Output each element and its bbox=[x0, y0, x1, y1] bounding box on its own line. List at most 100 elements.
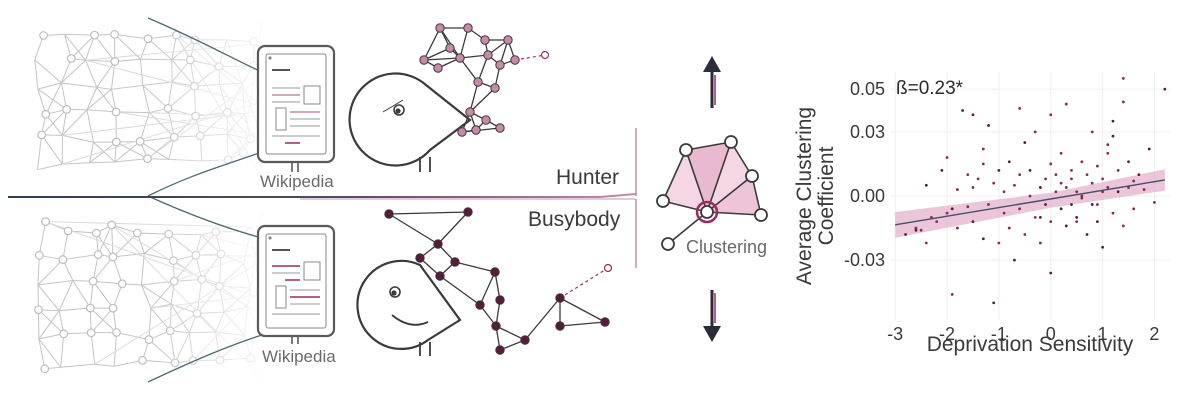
data-point bbox=[1049, 163, 1052, 166]
data-point bbox=[956, 227, 959, 230]
arrow-down-icon bbox=[703, 290, 721, 342]
data-point bbox=[1049, 272, 1052, 275]
y-tick-label: 0.00 bbox=[850, 186, 885, 206]
data-point bbox=[915, 229, 918, 232]
data-point bbox=[1029, 195, 1032, 198]
data-point bbox=[1122, 101, 1125, 104]
data-point bbox=[1060, 152, 1063, 155]
data-point bbox=[1023, 141, 1026, 144]
data-point bbox=[1096, 165, 1099, 168]
data-point bbox=[1023, 233, 1026, 236]
data-point bbox=[1075, 190, 1078, 193]
data-point bbox=[951, 293, 954, 296]
data-point bbox=[1065, 103, 1068, 106]
data-point bbox=[1132, 180, 1135, 183]
y-axis-title-line2: Coefficient bbox=[816, 86, 838, 306]
data-point bbox=[1096, 220, 1099, 223]
data-point bbox=[925, 242, 928, 245]
data-point bbox=[1122, 77, 1125, 80]
data-point bbox=[1106, 143, 1109, 146]
data-point bbox=[951, 207, 954, 210]
y-tick-label: 0.03 bbox=[850, 122, 885, 142]
data-point bbox=[920, 229, 923, 232]
x-axis-title: Deprivation Sensitivity bbox=[920, 334, 1140, 356]
hunter-bird bbox=[350, 73, 470, 172]
data-point bbox=[1112, 212, 1115, 215]
data-point bbox=[904, 233, 907, 236]
data-point bbox=[992, 182, 995, 185]
data-point bbox=[1070, 169, 1073, 172]
tablet-bottom bbox=[258, 226, 334, 344]
wiki-network-bottom bbox=[35, 204, 262, 388]
data-point bbox=[1143, 188, 1146, 191]
wikipedia-label-top: Wikipedia bbox=[260, 172, 334, 192]
data-point bbox=[1106, 152, 1109, 155]
data-point bbox=[1039, 186, 1042, 189]
data-point bbox=[1044, 203, 1047, 206]
data-point bbox=[1137, 173, 1140, 176]
data-point bbox=[1117, 169, 1120, 172]
data-point bbox=[1163, 88, 1166, 91]
data-point bbox=[1148, 148, 1151, 151]
data-point bbox=[1013, 259, 1016, 262]
data-point bbox=[1091, 182, 1094, 185]
data-point bbox=[972, 220, 975, 223]
data-point bbox=[1127, 160, 1130, 163]
x-tick-label: -3 bbox=[887, 324, 903, 344]
data-point bbox=[1018, 173, 1021, 176]
data-point bbox=[1034, 216, 1037, 219]
data-point bbox=[1086, 233, 1089, 236]
y-tick-labels: 0.050.030.00-0.03 bbox=[844, 79, 885, 270]
wiki-network-top bbox=[35, 10, 262, 188]
data-point bbox=[1018, 207, 1021, 210]
busybody-label: Busybody bbox=[528, 208, 620, 232]
data-point bbox=[1112, 120, 1115, 123]
data-point bbox=[1112, 135, 1115, 138]
data-point bbox=[946, 212, 949, 215]
data-point bbox=[1080, 197, 1083, 200]
data-point bbox=[1070, 203, 1073, 206]
wikipedia-label-bottom: Wikipedia bbox=[262, 347, 336, 367]
data-point bbox=[1039, 216, 1042, 219]
data-point bbox=[992, 301, 995, 304]
hunter-label: Hunter bbox=[556, 166, 619, 190]
data-point bbox=[1117, 190, 1120, 193]
data-point bbox=[1080, 160, 1083, 163]
data-point bbox=[977, 177, 980, 180]
data-point bbox=[1018, 107, 1021, 110]
data-point bbox=[1029, 169, 1032, 172]
data-point bbox=[982, 237, 985, 240]
data-point bbox=[1065, 225, 1068, 228]
data-point bbox=[1055, 190, 1058, 193]
data-point bbox=[1055, 173, 1058, 176]
data-point bbox=[1091, 130, 1094, 133]
data-point bbox=[1008, 160, 1011, 163]
data-point bbox=[1075, 220, 1078, 223]
data-point bbox=[1039, 242, 1042, 245]
data-point bbox=[1106, 186, 1109, 189]
data-point bbox=[1086, 173, 1089, 176]
data-point bbox=[1044, 177, 1047, 180]
data-point bbox=[966, 205, 969, 208]
data-point bbox=[1060, 207, 1063, 210]
data-point bbox=[1096, 203, 1099, 206]
data-point bbox=[987, 124, 990, 127]
beta-annotation: ß=0.23* bbox=[896, 78, 963, 100]
x-tick-label: 2 bbox=[1149, 324, 1159, 344]
data-point bbox=[1101, 246, 1104, 249]
data-point bbox=[935, 220, 938, 223]
data-point bbox=[946, 156, 949, 159]
horizon-line bbox=[8, 194, 636, 197]
data-point bbox=[956, 188, 959, 191]
arrow-up-icon bbox=[703, 56, 721, 108]
data-point bbox=[961, 109, 964, 112]
y-axis-title: Average Clustering Coefficient bbox=[794, 86, 838, 306]
data-point bbox=[1034, 130, 1037, 133]
data-point bbox=[1091, 203, 1094, 206]
data-point bbox=[1075, 216, 1078, 219]
data-point bbox=[966, 173, 969, 176]
data-point bbox=[1013, 184, 1016, 187]
data-point bbox=[987, 203, 990, 206]
data-point bbox=[972, 186, 975, 189]
